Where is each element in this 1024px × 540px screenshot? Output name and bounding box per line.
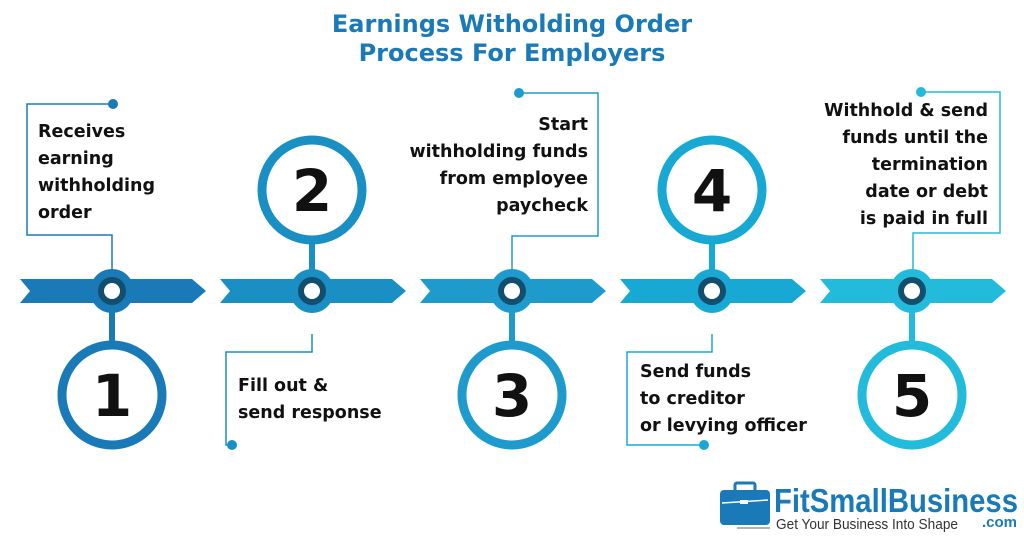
step-text-line: from employee [440, 169, 589, 189]
connector-line [912, 91, 1001, 270]
step-number: 3 [492, 362, 532, 430]
step-text-line: Fill out & [238, 376, 328, 396]
title-line-2: Process For Employers [359, 39, 666, 67]
step-text-line: order [38, 203, 92, 223]
connector-line [26, 103, 113, 270]
node-inner [698, 277, 726, 305]
step-text-line: funds until the [842, 128, 988, 148]
step-number: 5 [892, 362, 932, 430]
connector-dot [108, 99, 118, 109]
step-1: 1 Receives earning withholding order [20, 99, 206, 450]
step-text-line: to creditor [640, 389, 745, 409]
step-text-line: earning [38, 149, 114, 169]
number-circle [457, 340, 567, 450]
connector-dot [227, 440, 237, 450]
step-text-line: send response [238, 403, 382, 423]
number-circle [257, 135, 367, 245]
number-circle [657, 135, 767, 245]
logo-tagline: Get Your Business Into Shape [776, 516, 958, 533]
node-inner [898, 277, 926, 305]
node-inner [298, 277, 326, 305]
title-line-1: Earnings Witholding Order [332, 10, 692, 38]
step-text-line: or levying officer [640, 416, 807, 436]
node-inner [498, 277, 526, 305]
step-number: 4 [692, 157, 732, 225]
step-text-line: Receives [38, 122, 125, 142]
connector-dot [916, 87, 926, 97]
node-inner [98, 277, 126, 305]
number-circle [857, 340, 967, 450]
connector-dot [514, 88, 524, 98]
step-text-line: withholding [38, 176, 155, 196]
step-text-line: is paid in full [860, 209, 988, 229]
connector-line [626, 334, 713, 446]
step-number: 2 [292, 157, 332, 225]
step-text-line: paycheck [496, 196, 588, 216]
step-text-line: date or debt [865, 182, 988, 202]
connector-line [511, 92, 599, 270]
logo-name: FitSmallBusiness [774, 482, 1018, 519]
step-5: 5 Withhold & send funds until the terminati… [820, 87, 1006, 450]
step-3: 3 Start withholding funds from employee payc… [409, 88, 606, 450]
connector-dot [699, 440, 709, 450]
number-circle [57, 340, 167, 450]
step-number: 1 [92, 362, 132, 430]
step-text-line: Send funds [640, 362, 751, 382]
step-text-line: withholding funds [409, 142, 588, 162]
step-text-line: Withhold & send [824, 101, 988, 121]
step-text-line: Start [538, 115, 588, 135]
logo-suffix: .com [982, 514, 1017, 531]
step-text-line: termination [872, 155, 988, 175]
briefcase-icon [720, 481, 770, 529]
logo: FitSmallBusiness Get Your Business Into … [720, 481, 1018, 533]
